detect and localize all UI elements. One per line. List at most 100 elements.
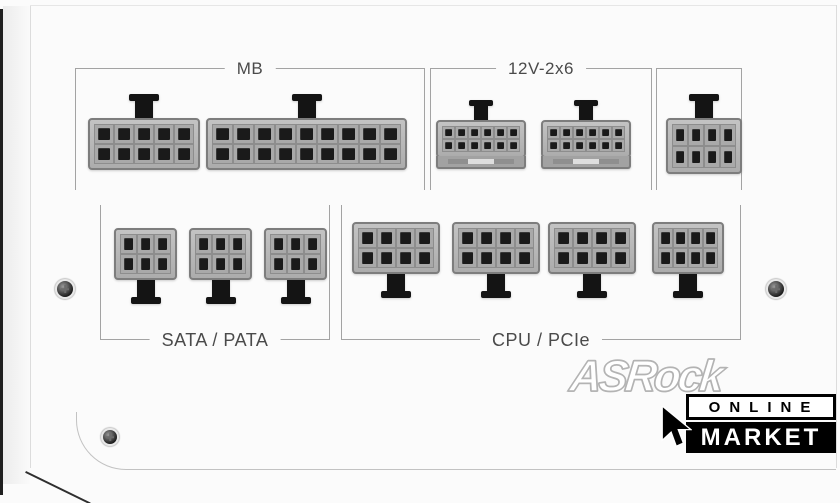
pin-socket [496, 228, 515, 248]
connector-cpu-8pin-3 [548, 222, 636, 298]
pin-socket [212, 254, 229, 274]
pin-socket [703, 228, 718, 248]
panel-corner-diagonal [25, 471, 91, 503]
pin-socket [287, 254, 304, 274]
pin-socket [134, 144, 154, 164]
retention-clip [579, 100, 593, 124]
pin-grid [114, 228, 177, 280]
pin-grid [352, 222, 440, 274]
pin-socket [496, 248, 515, 268]
pin-socket [229, 254, 246, 274]
screw-3 [103, 430, 117, 444]
retention-clip [135, 94, 153, 122]
pin-socket [494, 126, 507, 139]
pin-socket [396, 228, 415, 248]
pin-socket [233, 144, 254, 164]
retention-clip [487, 270, 505, 298]
pin-socket [599, 126, 612, 139]
pin-socket [296, 144, 317, 164]
pin-socket [612, 139, 625, 152]
pin-socket [317, 144, 338, 164]
pin-socket [233, 124, 254, 144]
pin-socket [137, 254, 154, 274]
pin-socket [296, 124, 317, 144]
pin-socket [688, 248, 703, 268]
retention-clip [286, 276, 305, 304]
connector-12v-2x6-a [436, 100, 526, 169]
pin-socket [94, 144, 114, 164]
pin-socket [672, 146, 688, 168]
retention-clip [474, 100, 488, 124]
panel-side-face [3, 6, 30, 484]
online-market-watermark: ONLINE MARKET [660, 394, 840, 453]
connector-mb-10pin [88, 94, 200, 170]
pin-socket [458, 248, 477, 268]
section-12v: 12V-2x6 [430, 59, 652, 190]
pin-socket [560, 126, 573, 139]
retention-clip [136, 276, 155, 304]
pin-socket [673, 228, 688, 248]
pin-socket [554, 248, 573, 268]
pin-socket [573, 248, 592, 268]
pin-grid [548, 222, 636, 274]
pin-socket [317, 124, 338, 144]
pin-grid [541, 120, 631, 158]
retention-clip [695, 94, 713, 122]
pin-socket [688, 124, 704, 146]
pin-socket [586, 139, 599, 152]
pin-grid [666, 118, 742, 174]
pin-socket [137, 234, 154, 254]
pin-socket [304, 234, 321, 254]
pin-grid [436, 120, 526, 158]
pin-socket [114, 144, 134, 164]
connector-sata-6pin-1 [114, 228, 177, 304]
pin-socket [415, 248, 434, 268]
pin-socket [377, 228, 396, 248]
pin-socket [658, 228, 673, 248]
pin-socket [114, 124, 134, 144]
pin-grid [189, 228, 252, 280]
pin-socket [599, 139, 612, 152]
pin-socket [174, 124, 194, 144]
pin-socket [338, 144, 359, 164]
cursor-icon [661, 406, 692, 448]
pin-socket [507, 139, 520, 152]
pin-socket [704, 124, 720, 146]
pin-socket [358, 248, 377, 268]
retention-clip [211, 276, 230, 304]
pin-socket [359, 144, 380, 164]
pin-socket [547, 126, 560, 139]
pin-socket [154, 124, 174, 144]
pin-socket [229, 234, 246, 254]
section-label-12v: 12V-2x6 [496, 59, 586, 79]
pin-grid [452, 222, 540, 274]
pin-socket [573, 126, 586, 139]
pin-socket [270, 254, 287, 274]
pin-socket [380, 144, 401, 164]
retention-clip [583, 270, 601, 298]
pin-grid [206, 118, 407, 170]
pin-socket [458, 228, 477, 248]
pin-socket [494, 139, 507, 152]
connector-sata-6pin-3 [264, 228, 327, 304]
pin-socket [592, 228, 611, 248]
pin-socket [94, 124, 114, 144]
pin-socket [554, 228, 573, 248]
connector-cpu-8pin-2 [452, 222, 540, 298]
pin-socket [477, 248, 496, 268]
pin-socket [254, 124, 275, 144]
pin-socket [720, 146, 736, 168]
pin-socket [586, 126, 599, 139]
pin-socket [442, 126, 455, 139]
pin-socket [515, 248, 534, 268]
pin-socket [658, 248, 673, 268]
pin-socket [338, 124, 359, 144]
pin-socket [703, 248, 718, 268]
connector-aux-8pin [666, 94, 742, 174]
panel-fold-line [30, 5, 31, 468]
pin-socket [154, 144, 174, 164]
pin-socket [560, 139, 573, 152]
connector-mb-18pin [206, 94, 407, 170]
pin-socket [477, 228, 496, 248]
